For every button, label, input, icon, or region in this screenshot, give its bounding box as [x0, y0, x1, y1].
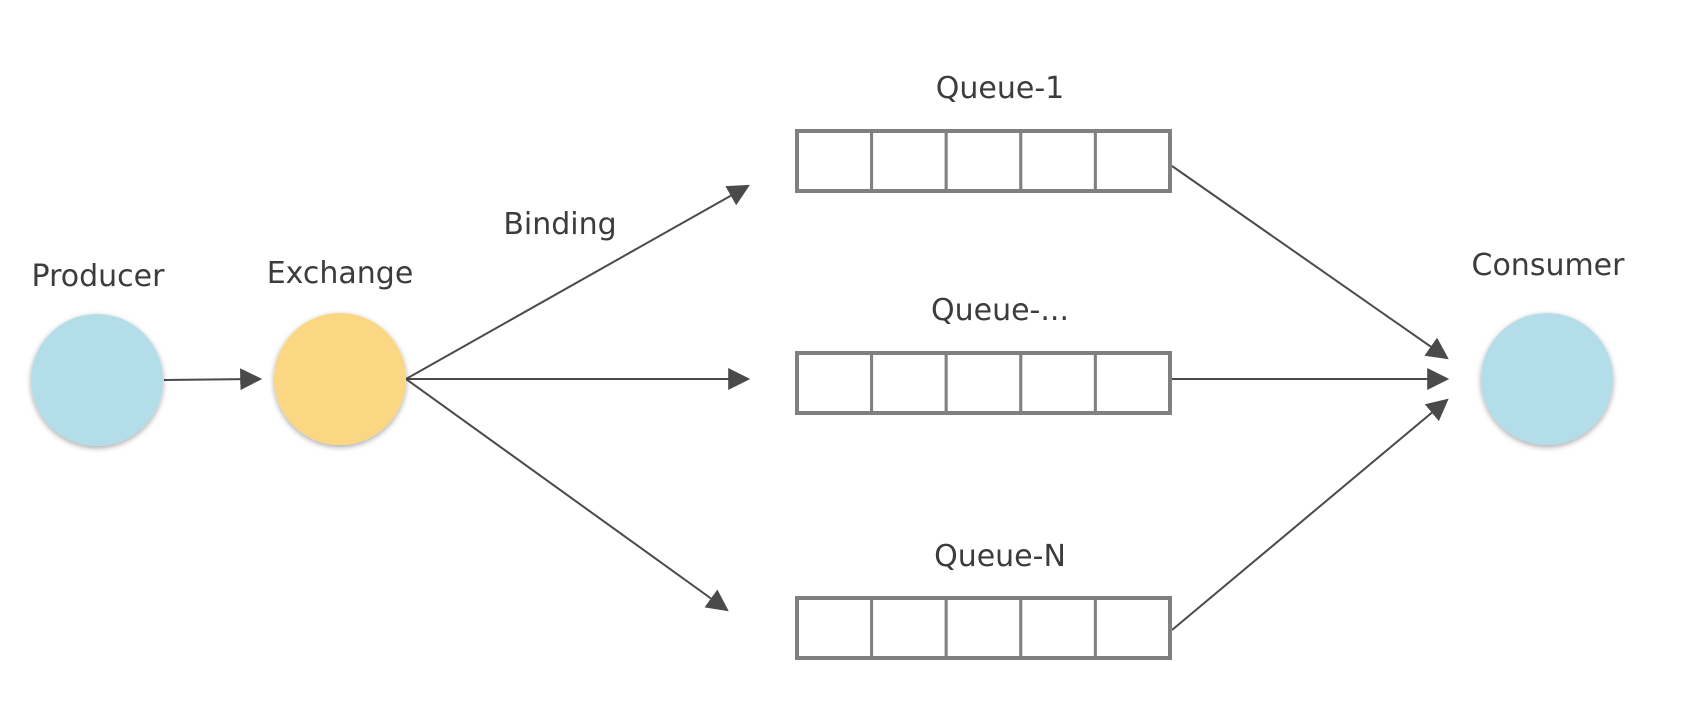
- binding-label: Binding: [503, 207, 616, 242]
- producer-node: [31, 314, 163, 446]
- queue-slot: [1093, 351, 1172, 415]
- queue-slot: [795, 351, 874, 415]
- queue-border: [795, 129, 1172, 193]
- queue-middle: [795, 351, 1172, 415]
- queue-slot: [1093, 596, 1172, 660]
- queue-slot: [944, 129, 1023, 193]
- producer-label: Producer: [32, 259, 166, 294]
- queue-slot: [795, 129, 874, 193]
- binding-arrow-queue-n: [405, 378, 729, 612]
- queue-slot: [870, 596, 948, 660]
- consumer-label: Consumer: [1472, 248, 1626, 283]
- queue-slot: [870, 129, 948, 193]
- queue-1-label: Queue-1: [936, 71, 1064, 106]
- producer-to-exchange-arrow: [163, 368, 263, 391]
- binding-arrow-queue-1: [405, 184, 750, 380]
- queue-slot: [944, 351, 1023, 415]
- queue-slot: [1093, 129, 1172, 193]
- queue-middle-label: Queue-...: [931, 293, 1069, 328]
- queue-slot: [795, 596, 874, 660]
- queue-border: [795, 596, 1172, 660]
- exchange-node: [274, 313, 406, 445]
- consumer-node: [1481, 313, 1613, 445]
- queue-slot: [944, 596, 1023, 660]
- queue-n-to-consumer-arrow: [1171, 398, 1449, 631]
- queue-slot: [870, 351, 948, 415]
- queue-1-to-consumer-arrow: [1171, 165, 1449, 360]
- queue-n: [795, 596, 1172, 660]
- queue-slot: [1019, 596, 1097, 660]
- queue-slot: [1019, 351, 1097, 415]
- queue-1: [795, 129, 1172, 193]
- queue-border: [795, 351, 1172, 415]
- queue-slot: [1019, 129, 1097, 193]
- exchange-label: Exchange: [267, 256, 414, 291]
- queue-n-label: Queue-N: [934, 539, 1066, 574]
